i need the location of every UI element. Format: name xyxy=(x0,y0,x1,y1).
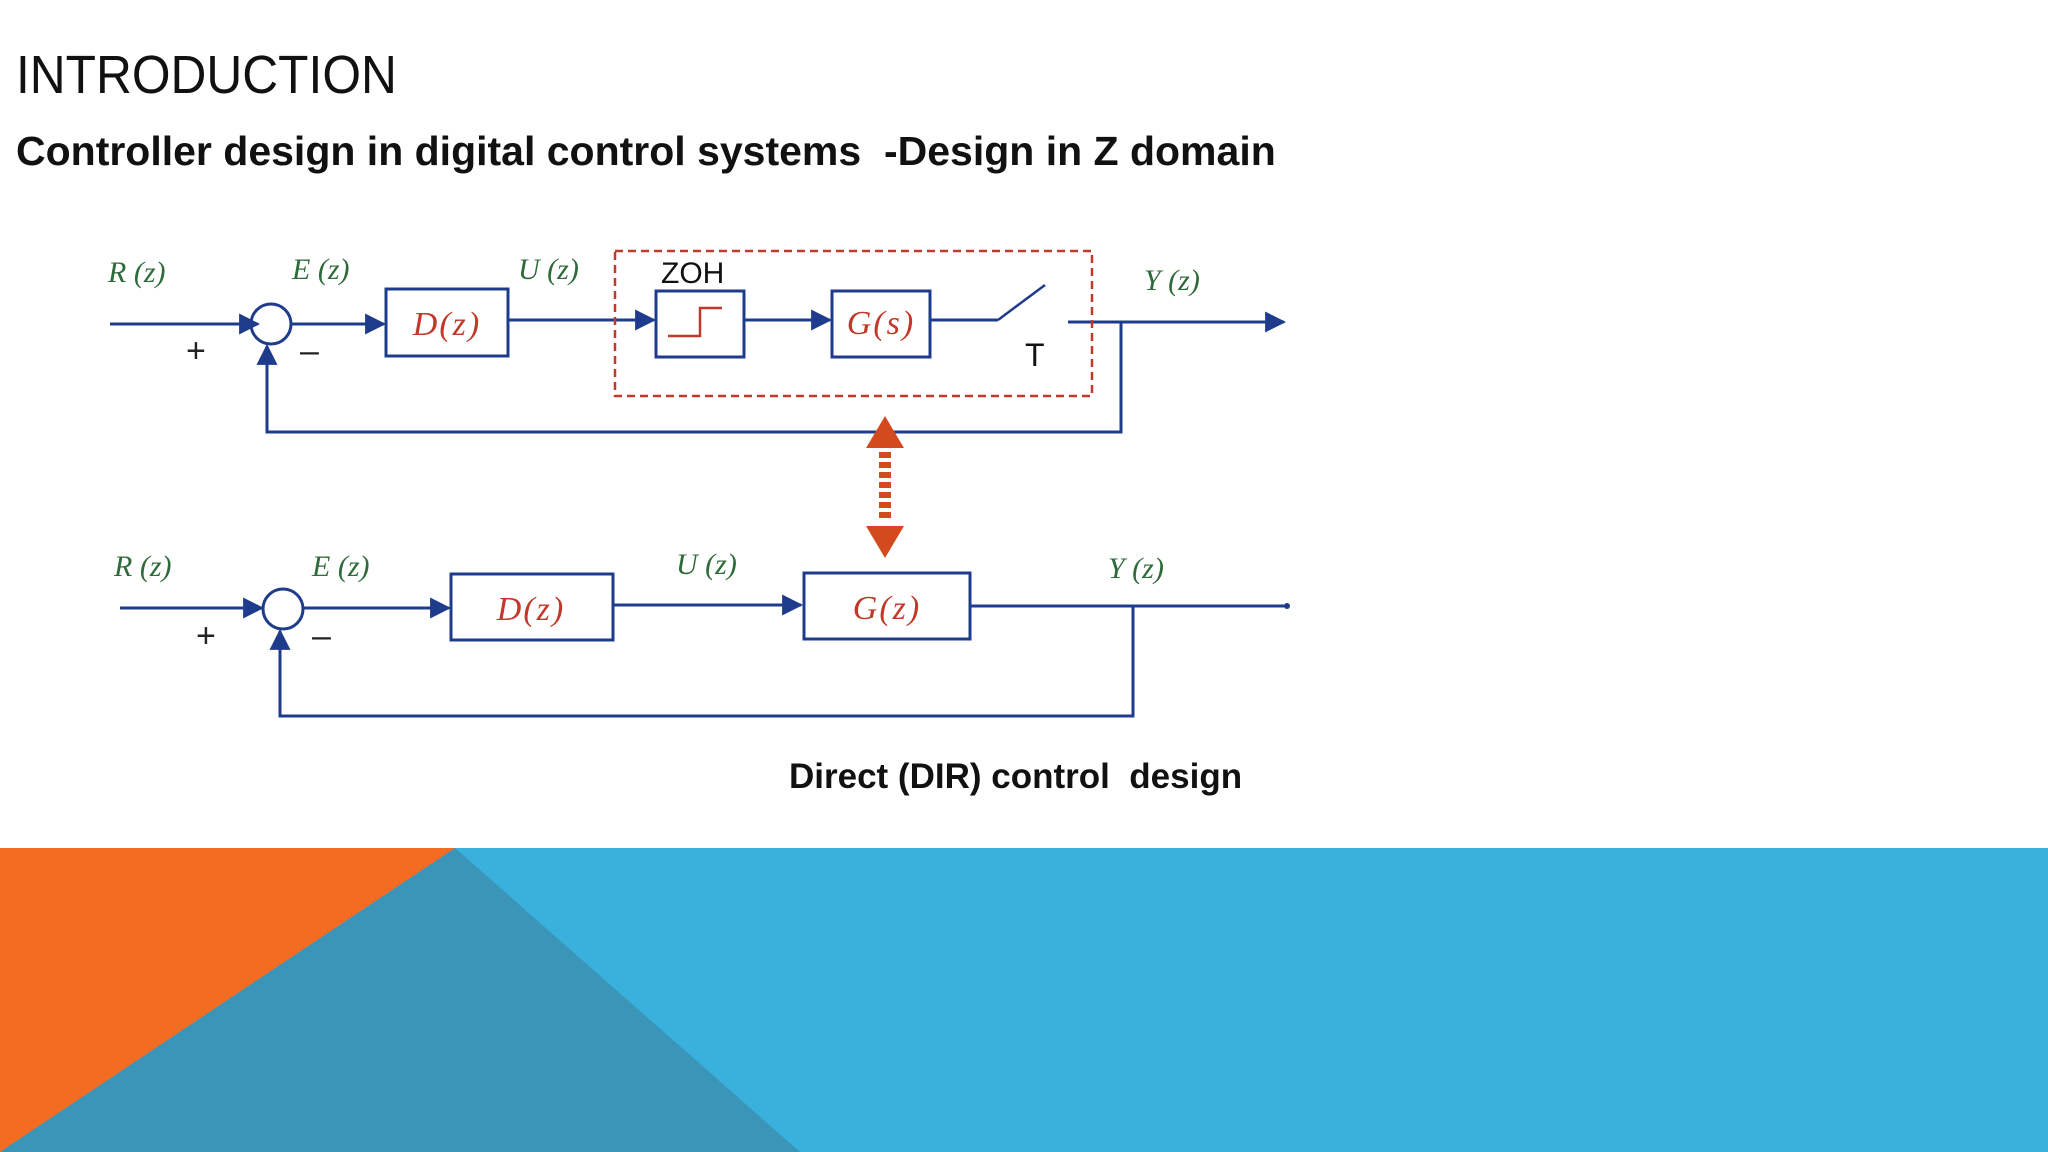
top-plus-sign: + xyxy=(186,332,206,370)
zoh-step-icon xyxy=(668,306,722,338)
bottom-controller-label: D(z) xyxy=(496,591,565,628)
bottom-output-endpoint xyxy=(1284,603,1290,609)
bottom-minus-sign: – xyxy=(312,617,331,655)
slide-subtitle: Controller design in digital control sys… xyxy=(16,128,1276,174)
top-output-label: Y (z) xyxy=(1144,264,1200,297)
top-input-label: R (z) xyxy=(107,256,165,289)
top-error-label: E (z) xyxy=(291,253,349,286)
slide-title: INTRODUCTION xyxy=(16,45,397,105)
bottom-summing-junction xyxy=(261,587,305,631)
sampler-switch xyxy=(997,283,1046,322)
top-minus-sign: – xyxy=(300,332,319,370)
top-control-label: U (z) xyxy=(518,253,579,286)
top-loop xyxy=(110,283,1287,434)
footer-decoration xyxy=(0,848,2048,1152)
top-plant-label: G(s) xyxy=(847,305,915,342)
zoh-block xyxy=(654,289,746,359)
bottom-plant-label: G(z) xyxy=(853,590,921,627)
bottom-output-label: Y (z) xyxy=(1108,552,1164,585)
footer-dark-blue-shape xyxy=(0,848,800,1152)
bottom-plus-sign: + xyxy=(196,617,216,655)
zoh-plant-boundary xyxy=(613,249,1094,398)
top-controller-label: D(z) xyxy=(412,306,481,343)
bottom-controller-block xyxy=(449,572,615,642)
top-controller-block xyxy=(384,287,510,358)
bottom-control-label: U (z) xyxy=(676,548,737,581)
bottom-error-label: E (z) xyxy=(311,550,369,583)
diagram-caption: Direct (DIR) control design xyxy=(789,757,1243,796)
top-feedback-path xyxy=(256,322,1123,434)
sampler-label: T xyxy=(1025,337,1045,373)
equivalence-arrow xyxy=(866,416,904,558)
bottom-input-label: R (z) xyxy=(113,550,171,583)
block-diagram: R (z) E (z) U (z) Y (z) + – D(z) ZOH G(s… xyxy=(107,249,1290,718)
zoh-label: ZOH xyxy=(661,257,724,290)
bottom-loop xyxy=(120,571,1289,718)
top-plant-block xyxy=(830,289,932,359)
bottom-feedback-path xyxy=(269,606,1135,718)
